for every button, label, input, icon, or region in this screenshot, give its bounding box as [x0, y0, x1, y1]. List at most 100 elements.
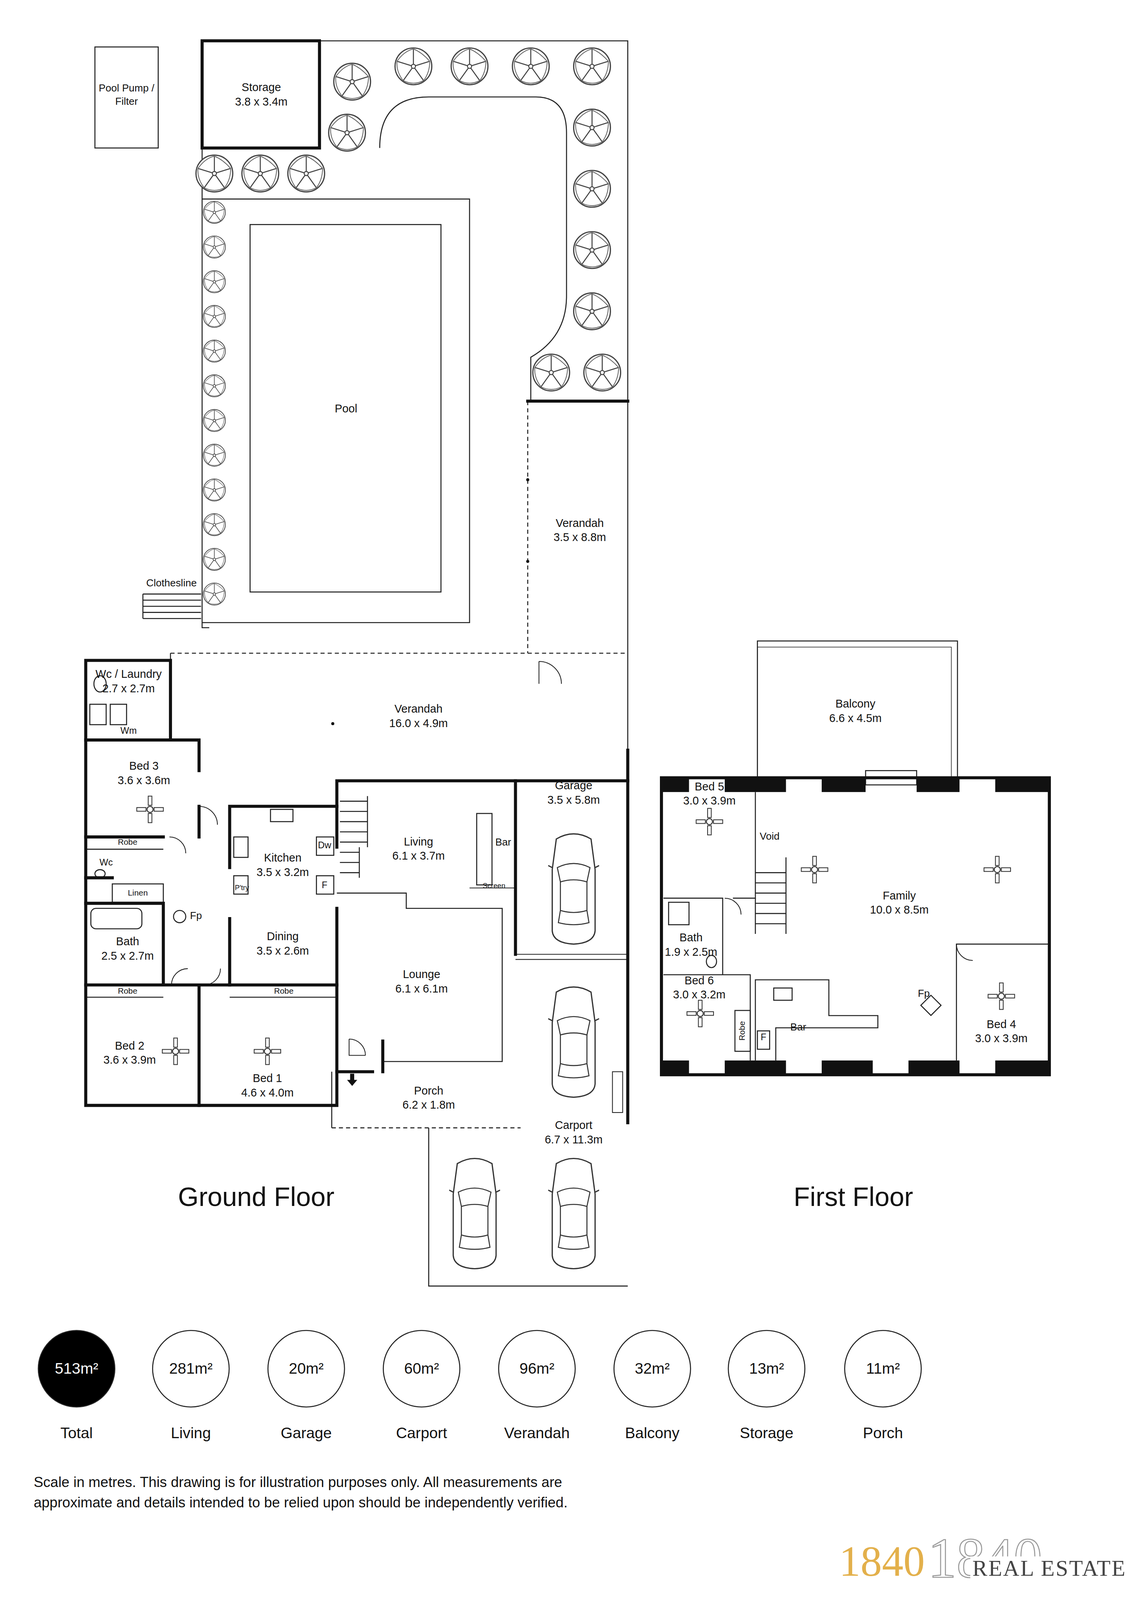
room-label: Porch6.2 x 1.8m: [402, 1084, 456, 1113]
room: Verandah16.0 x 4.9m: [170, 653, 628, 781]
room-dimensions: 6.6 x 4.5m: [829, 711, 882, 726]
room-dimensions: 3.5 x 8.8m: [553, 530, 606, 545]
room-dimensions: 2.5 x 2.7m: [101, 949, 154, 964]
area-summary-circle: 20m²Garage: [267, 1329, 345, 1408]
room-name: Bed 5: [683, 779, 736, 795]
annotation: Robe: [117, 838, 138, 848]
room-label: Bath1.9 x 2.5m: [664, 931, 718, 960]
annotation: Fp: [917, 987, 930, 999]
room-label: Bed 53.0 x 3.9m: [683, 779, 736, 809]
room-dimensions: 1.9 x 2.5m: [664, 945, 718, 960]
room-name: Verandah: [553, 516, 606, 531]
area-category: Total: [60, 1424, 93, 1442]
room-name: Bath: [101, 935, 154, 950]
room-dimensions: 3.5 x 5.8m: [547, 793, 600, 808]
area-value: 281m²: [169, 1360, 213, 1378]
room-name: Bed 4: [975, 1018, 1028, 1033]
room-name: Bed 2: [103, 1039, 156, 1054]
room-label: Lounge6.1 x 6.1m: [395, 967, 448, 997]
room-name: Lounge: [395, 967, 448, 983]
room-dimensions: 6.1 x 3.7m: [392, 849, 445, 864]
room: Living6.1 x 3.7m: [336, 780, 516, 893]
annotation: Bar: [790, 1021, 807, 1033]
room: Pool: [250, 224, 441, 592]
area-value: 32m²: [634, 1360, 670, 1378]
room-name: Verandah: [388, 702, 448, 717]
room-name: Bed 1: [241, 1071, 294, 1087]
room: Bath2.5 x 2.7m: [85, 903, 164, 986]
room: Family10.0 x 8.5m: [755, 780, 1050, 945]
room-name: Wc / Laundry: [95, 667, 162, 682]
annotation: Screen: [482, 881, 506, 890]
room-name: Porch: [402, 1084, 456, 1099]
area-summary-circle: 13m²Storage: [727, 1329, 806, 1408]
area-value: 60m²: [404, 1360, 440, 1378]
room: Storage3.8 x 3.4m: [202, 40, 320, 148]
room-label: Family10.0 x 8.5m: [869, 889, 929, 918]
area-value: 20m²: [288, 1360, 324, 1378]
room: Bed 33.6 x 3.6m: [85, 740, 199, 838]
room-name: Dining: [256, 930, 309, 945]
annotation: Linen: [127, 889, 148, 899]
room-name: Family: [869, 889, 929, 904]
room-dimensions: 3.0 x 3.9m: [683, 794, 736, 809]
room-label: Pool: [334, 402, 358, 417]
room-name: Carport: [544, 1118, 603, 1133]
room-dimensions: 10.0 x 8.5m: [869, 903, 929, 918]
annotation: Dw: [317, 841, 332, 852]
room-dimensions: 6.1 x 6.1m: [395, 982, 448, 997]
area-category: Garage: [280, 1424, 332, 1442]
room-name: Pool Pump / Filter: [96, 82, 156, 108]
room-name: Garage: [547, 779, 600, 794]
area-value: 513m²: [54, 1360, 99, 1378]
annotation: Robe: [117, 987, 138, 997]
room: Dining3.5 x 2.6m: [229, 898, 337, 986]
room: Bath1.9 x 2.5m: [663, 898, 723, 976]
area-value: 11m²: [865, 1360, 900, 1378]
room-label: Carport6.7 x 11.3m: [544, 1118, 603, 1148]
area-summary-circle: 11m²Porch: [844, 1329, 922, 1408]
area-value: 96m²: [519, 1360, 555, 1378]
room-dimensions: 3.0 x 3.2m: [672, 987, 726, 1002]
room-name: Bed 3: [117, 759, 171, 774]
room-dimensions: 6.2 x 1.8m: [402, 1098, 456, 1113]
room-dimensions: 3.5 x 2.6m: [256, 944, 309, 959]
annotation: Wm: [120, 726, 137, 737]
room-name: Pool: [334, 402, 358, 417]
area-summary-circle: 513m²Total: [37, 1329, 116, 1408]
room-dimensions: 2.7 x 2.7m: [95, 681, 162, 696]
room-name: Bed 6: [672, 974, 726, 989]
logo-number: 1840: [838, 1538, 925, 1586]
room-label: Verandah3.5 x 8.8m: [553, 516, 606, 545]
annotation: Wc: [99, 858, 113, 869]
room-label: Bed 23.6 x 3.9m: [103, 1039, 156, 1068]
room-dimensions: 3.8 x 3.4m: [234, 94, 288, 110]
annotation: F: [321, 880, 328, 891]
room-dimensions: 4.6 x 4.0m: [241, 1086, 294, 1101]
room-label: Bath2.5 x 2.7m: [101, 935, 154, 964]
area-summary-circle: 32m²Balcony: [613, 1329, 691, 1408]
room: Pool Pump / Filter: [94, 46, 159, 148]
annotation: Void: [759, 830, 780, 842]
area-value: 13m²: [749, 1360, 784, 1378]
room-label: Bed 63.0 x 3.2m: [672, 974, 726, 1003]
annotation: P'try: [234, 884, 250, 893]
floor-heading: Ground Floor: [177, 1182, 335, 1212]
room-label: Garage3.5 x 5.8m: [547, 779, 600, 808]
annotation: Fp: [189, 910, 202, 922]
area-summary-circle: 60m²Carport: [382, 1329, 461, 1408]
room-name: Living: [392, 835, 445, 850]
room-label: Bed 33.6 x 3.6m: [117, 759, 171, 788]
room-name: Kitchen: [256, 851, 309, 866]
area-category: Storage: [739, 1424, 794, 1442]
room: Balcony6.6 x 4.5m: [757, 641, 958, 778]
room-label: Dining3.5 x 2.6m: [256, 930, 309, 959]
room-label: Balcony6.6 x 4.5m: [829, 697, 882, 726]
room-label: Kitchen3.5 x 3.2m: [256, 851, 309, 880]
room-label: Wc / Laundry2.7 x 2.7m: [95, 667, 162, 696]
room: Bed 63.0 x 3.2m: [663, 975, 751, 1052]
room-label: Bed 43.0 x 3.9m: [975, 1018, 1028, 1047]
room-label: Bed 14.6 x 4.0m: [241, 1071, 294, 1101]
room-label: Verandah16.0 x 4.9m: [388, 702, 448, 731]
